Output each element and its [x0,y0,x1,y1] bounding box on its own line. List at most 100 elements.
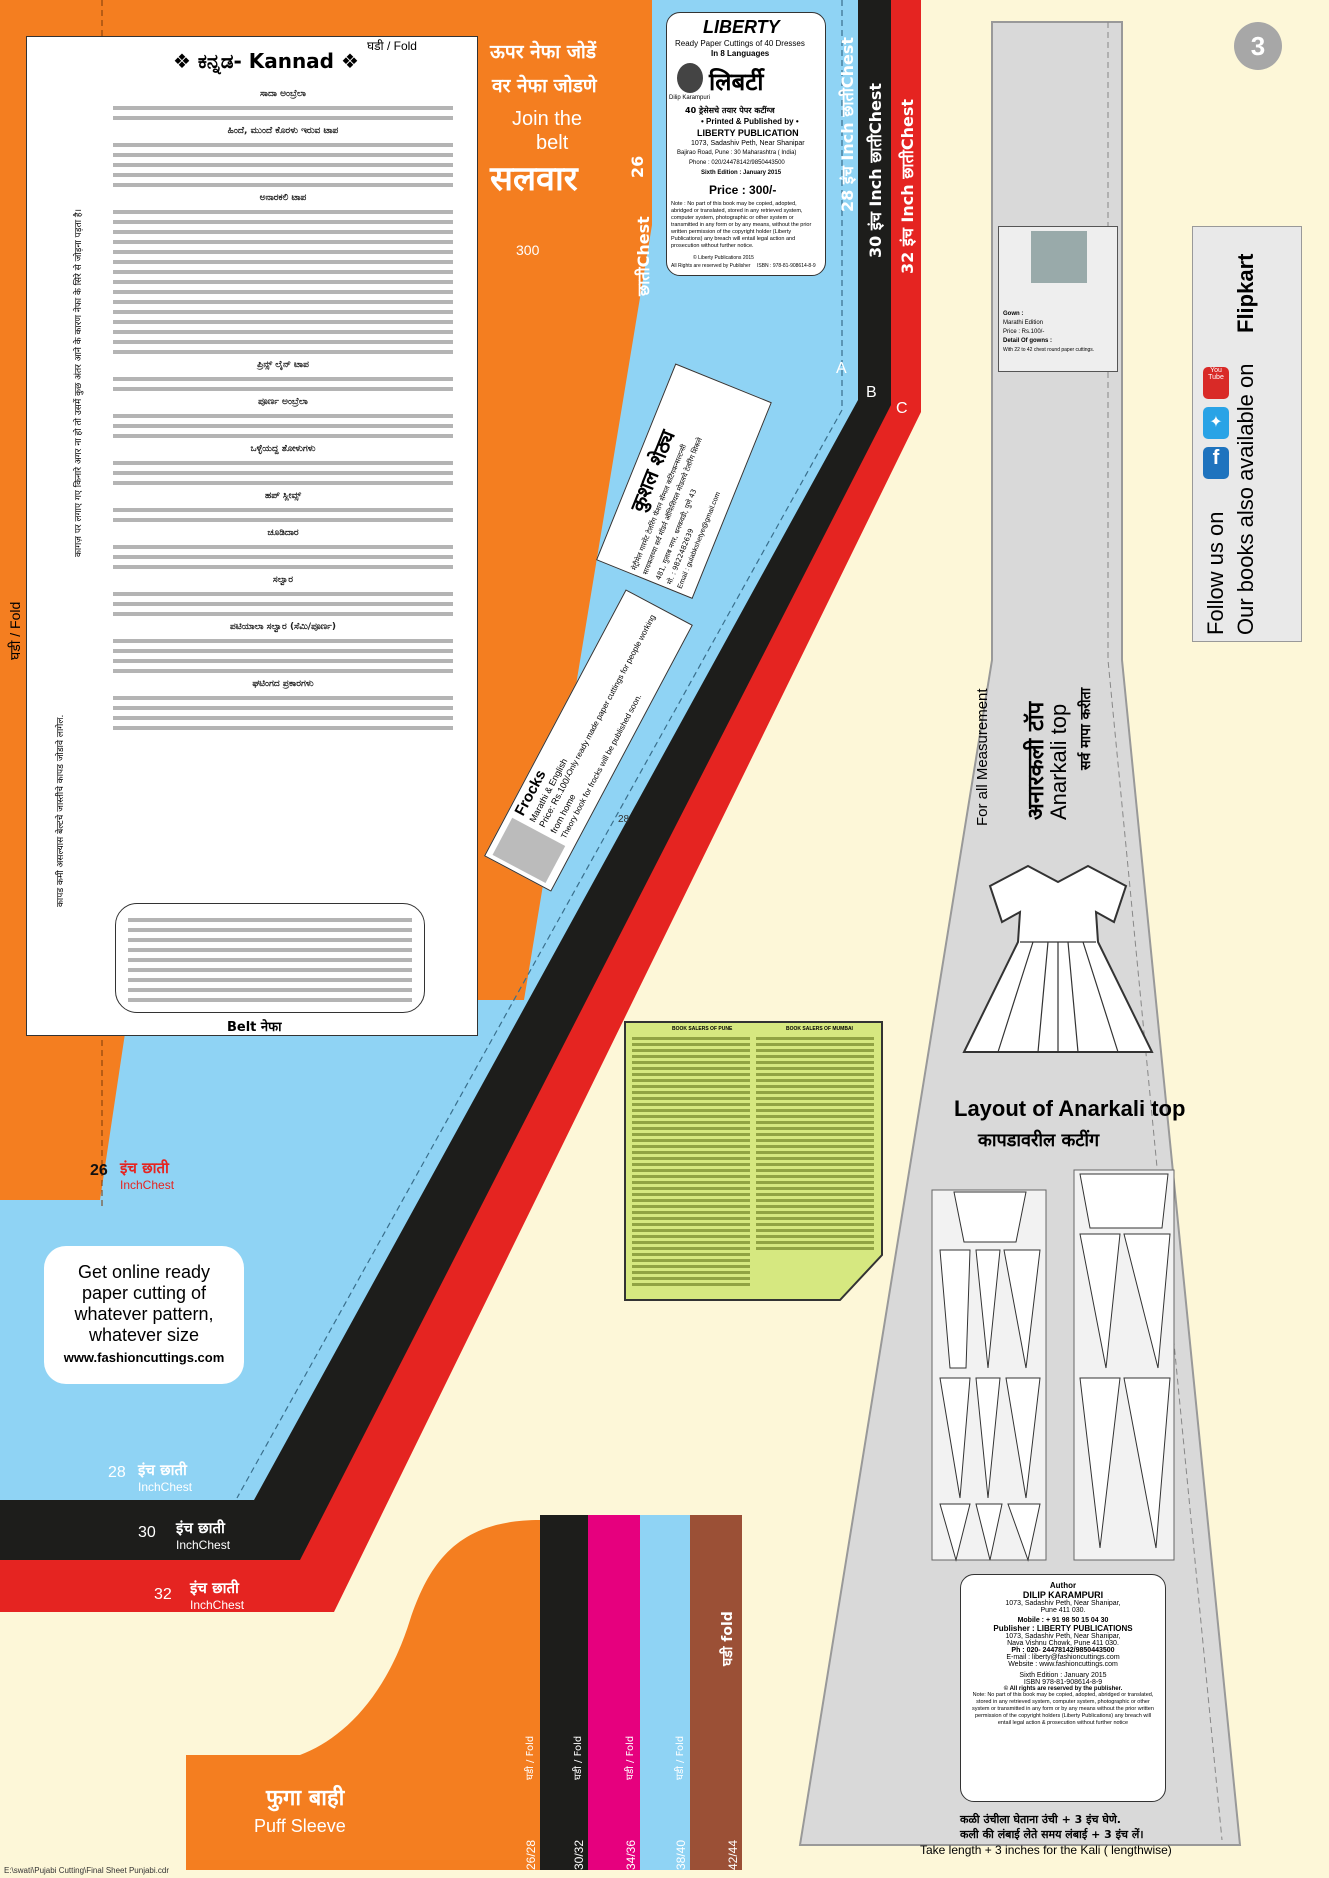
puff-sleeve-hi: फुगा बाही [266,1786,345,1811]
salwar-26: 26 [628,155,647,178]
join-belt-hi: ऊपर नेफा जोडें [490,41,597,63]
fold-dash-line [236,0,843,1499]
sleeve-size-4: 38/40 [674,1839,688,1870]
author-photo [677,63,703,93]
fold-left-label: घडी / Fold [7,601,23,660]
fold-top-label: घडी / Fold [367,39,417,53]
chest-26-num: 26 [90,1162,108,1179]
sleeve-strip-blue [640,1515,690,1870]
sleeve-fold-blue: घडी / Fold [675,1735,686,1780]
puff-sleeve-shape [186,1520,540,1870]
liberty-box: LIBERTY Ready Paper Cuttings of 40 Dress… [666,12,826,276]
sleeve-strip-pink [588,1515,640,1870]
dealers-right-title: BOOK SALERS OF MUMBAI [786,1026,853,1032]
sleeve-fold-orange: घडी / Fold [525,1735,536,1780]
liberty-copyright: © Liberty Publications 2015 [693,255,754,261]
publisher-phone: Ph : 020- 24478142/9850443500 [1011,1647,1115,1654]
author-mobile: Mobile : + 91 98 50 15 04 30 [1017,1617,1109,1624]
chest-26-hi: इंच छाती [120,1159,169,1177]
liberty-printed: • Printed & Published by • [701,117,799,126]
chest-30-hi: इंच छाती [176,1519,225,1537]
kannada-heading: ಅನಾರಕಲಿ ಟಾಪ [259,193,307,203]
strip-letter-b: B [866,384,877,401]
liberty-marathi-line: 40 ड्रेसेसचे तयार पेपर कटींग्ज [685,106,775,115]
dealers-left-title: BOOK SALERS OF PUNE [672,1026,733,1032]
kannada-title: ❖ ಕನ್ನಡ- Kannad ❖ [173,49,359,73]
gown-box: Gown : Marathi Edition Price : Rs.100/- … [998,226,1118,372]
liberty-hindi-brand: लिबर्टी [709,68,764,96]
social-box: Follow us on Our books also available on… [1192,226,1302,642]
gown-price: Price : Rs.100/- [1003,329,1045,335]
gown-detail2: With 22 to 42 chest round paper cuttings… [1003,347,1095,353]
dealers-left-list [632,1034,750,1289]
liberty-phone: Phone : 020/24478142/9850443500 [689,160,785,166]
strip-letter-c: C [896,400,908,417]
measure-300: 300 [516,242,540,258]
hindi-side-note: कागज़ पर लगाए गए किनारे अगर ना हो तो उसम… [74,208,84,557]
measure-28: 28 [618,814,630,825]
twitter-icon[interactable]: ✦ [1203,407,1229,439]
chest-26-en: InchChest [120,1178,175,1192]
author-name: DILIP KARAMPURI [1022,1590,1104,1600]
file-path: E:\swati\Pujabi Cutting\Final Sheet Punj… [4,1866,169,1875]
belt-label: Belt नेफा [227,1020,282,1035]
liberty-address2: Bajirao Road, Pune : 30 Maharashtra ( In… [677,150,797,156]
strip-label-32: 32 इंच Inch छातीChest [898,99,917,274]
author-photo-caption: Dilip Karampuri [669,95,711,101]
sleeve-fold-pink: घडी / Fold [625,1735,636,1780]
author-box: Author DILIP KARAMPURI 1073, Sadashiv Pe… [960,1574,1166,1802]
social-follow: Follow us on [1203,511,1228,635]
online-url[interactable]: www.fashioncuttings.com [63,1350,225,1365]
strip-label-30: 30 इंच Inch छातीChest [866,83,885,258]
anarkali-en: Anarkali top [1046,703,1071,820]
page-number: 3 [1250,31,1266,61]
kali-en: Take length + 3 inches for the Kali ( le… [920,1843,1172,1857]
chest-32-en: InchChest [190,1598,245,1612]
online-line2: paper cutting of [81,1283,207,1303]
sleeve-strip-black [540,1515,588,1870]
kannada-heading: ಪೂರ್ಣ ಅಂಬ್ರೆಲಾ [258,397,308,407]
sleeve-size-3: 34/36 [624,1839,638,1870]
kannada-heading: ಪಟಿಯಾಲಾ ಸಲ್ವಾರ (ಸೆಮಿ/ಪೂರ್ಣ) [230,622,336,632]
sleeve-fold-brown: घडी fold [720,1611,736,1666]
facebook-icon[interactable]: f [1203,447,1229,479]
online-line3: whatever pattern, [74,1304,214,1324]
publisher-website: Website : www.fashioncuttings.com [1008,1661,1118,1668]
publisher-email: E-mail : liberty@fashioncuttings.com [1006,1654,1120,1661]
kali-mr: कळी उंचीला घेताना उंची + 3 इंच घेणे. [960,1813,1121,1826]
social-available: Our books also available on [1233,363,1258,636]
author-isbn: ISBN 978-81-908614-8-9 [1023,1679,1103,1686]
youtube-tube: Tube [1208,374,1224,381]
kannada-heading: ಹಿಂದೆ, ಮುಂದೆ ಕೊರಳು ಇರುವ ಟಾಪ [227,126,339,136]
sleeve-size-2: 30/32 [572,1839,586,1870]
liberty-edition: Sixth Edition : January 2015 [701,170,782,176]
strip-letter-a: A [836,360,847,377]
author-edition: Sixth Edition : January 2015 [1019,1672,1107,1679]
sleeve-strip-brown [690,1515,742,1870]
gown-title: Gown : [1003,311,1024,317]
kali-hi: कली की लंबाई लेते समय लंबाई + 3 इंच लें। [960,1828,1144,1841]
join-belt-mr: वर नेफा जोडणे [492,75,597,97]
kannada-note-box [115,903,425,1013]
youtube-you: You [1210,367,1222,374]
liberty-publisher: LIBERTY PUBLICATION [697,128,799,138]
chest-28-hi: इंच छाती [138,1461,187,1479]
anarkali-mr2: सर्व मापा करीता [1078,687,1094,770]
youtube-icon[interactable]: You Tube [1203,367,1229,399]
kannada-body: ಸಾದಾ ಅಂಬ್ರೆಲಾ ಹಿಂದೆ, ಮುಂದೆ ಕೊರಳು ಇರುವ ಟಾ… [113,85,453,736]
kannada-heading: ಒಳ್ಳೆಯದ್ದ ತೋಳುಗಳು [250,444,316,454]
online-box: Get online ready paper cutting of whatev… [44,1246,244,1384]
publisher-addr1: 1073, Sadashiv Peth, Near Shanipar, [1005,1633,1121,1640]
liberty-address: 1073, Sadashiv Peth, Near Shanipar [691,140,805,147]
puff-sleeve-en: Puff Sleeve [254,1816,346,1836]
dealers-right-list [756,1034,874,1253]
kannada-heading: ಹಪ್ ಸ್ಲೀವ್ಸ್ [264,491,302,501]
online-line1: Get online ready [77,1262,211,1282]
author-publisher: Publisher : LIBERTY PUBLICATIONS [993,1624,1133,1633]
strip-label-28: 28 इंच Inch छातीChest [838,37,857,212]
anarkali-en2: For all Measurement [974,688,991,826]
liberty-sub2: In 8 Languages [711,49,770,58]
salwar-chest: छातीChest [634,216,653,296]
kannada-heading: ಘಟಿಂಗದ ಪ್ರಕಾರಗಳು [252,679,314,689]
